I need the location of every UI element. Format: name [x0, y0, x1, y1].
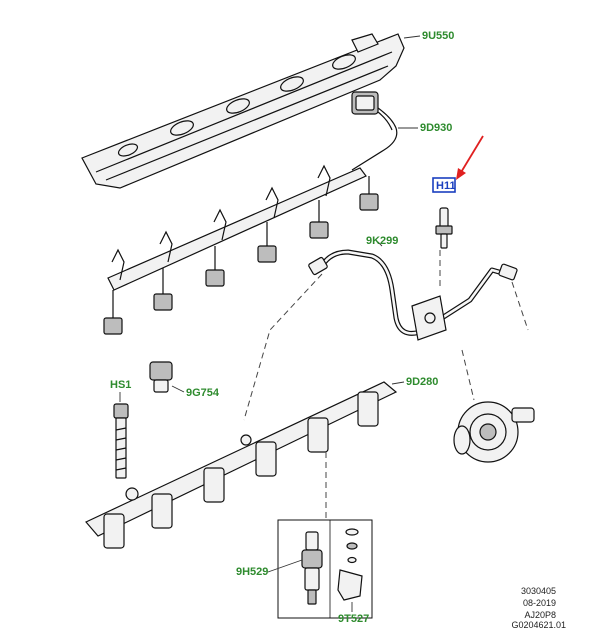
callout-9h529: 9H529 [236, 566, 268, 578]
callout-9g754: 9G754 [186, 387, 220, 399]
injector-kit-frame [277, 519, 373, 619]
reference-line-4: G0204621.01 [511, 620, 566, 629]
9g754-sensor-part[interactable] [149, 361, 173, 393]
h11-sensor-part[interactable] [435, 207, 453, 249]
harness-connector[interactable] [103, 176, 379, 335]
callout-9u550: 9U550 [422, 30, 454, 42]
fuel-pipe-part[interactable] [308, 249, 518, 341]
callout-9d280: 9D280 [406, 376, 438, 388]
assembly-guide-lines [243, 250, 529, 520]
fuel-injector-part[interactable] [301, 531, 323, 605]
callout-h11: H11 [436, 180, 456, 192]
fuel-rail-injector-cups[interactable] [103, 391, 379, 549]
fuel-rail-part[interactable] [85, 381, 398, 537]
reference-block: 3030405 08-2019 AJ20P8 G0204621.01 [511, 586, 566, 629]
highlight-box [432, 177, 456, 193]
high-pressure-fuel-pump[interactable] [453, 401, 535, 463]
reference-line-1: 3030405 [521, 586, 556, 596]
callout-9t527: 9T527 [338, 613, 369, 625]
callout-hs1: HS1 [110, 379, 131, 391]
intake-cover-part[interactable] [81, 33, 405, 189]
coil-harness-part[interactable] [107, 91, 398, 291]
seal-kit-part[interactable] [337, 528, 363, 601]
reference-line-2: 08-2019 [523, 598, 556, 608]
hs1-bolt-part[interactable] [113, 403, 129, 479]
red-pointer-arrow [456, 135, 484, 180]
callout-9k299: 9K299 [366, 235, 398, 247]
callout-9d930: 9D930 [420, 122, 452, 134]
reference-line-3: AJ20P8 [524, 610, 556, 620]
